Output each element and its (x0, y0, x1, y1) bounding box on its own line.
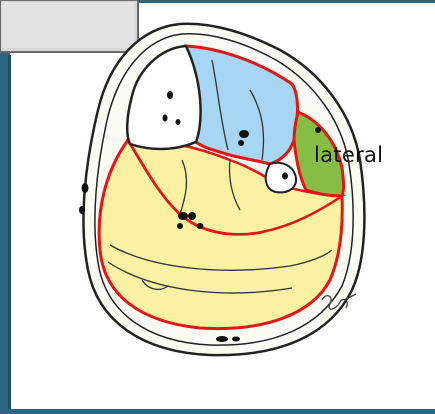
frame-tab-inner (2, 2, 134, 48)
frame-left-edge-shadow (8, 55, 11, 414)
fibula-bone (266, 163, 296, 193)
frame-bottom-edge (0, 409, 435, 414)
lateral-label: lateral (314, 143, 383, 167)
